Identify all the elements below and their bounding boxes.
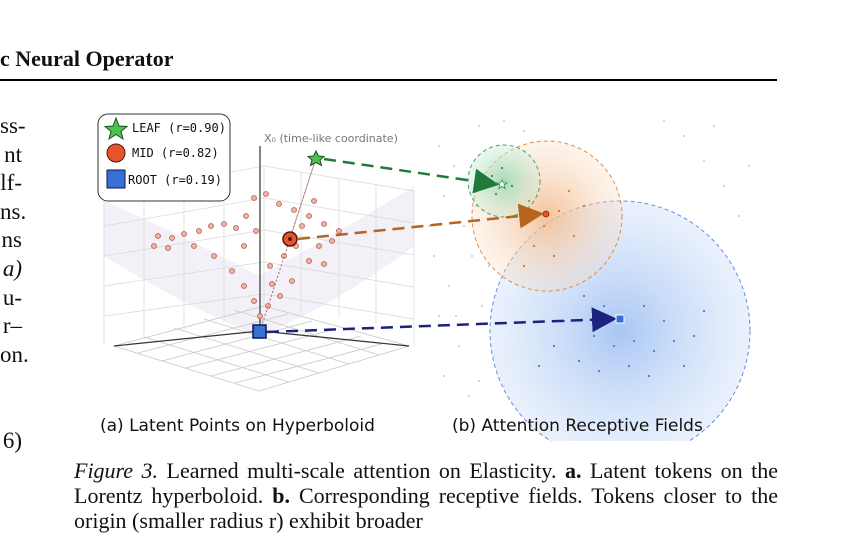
mid-arrow — [297, 203, 544, 241]
leaf-field — [467, 144, 541, 218]
legend-circle-icon — [106, 143, 126, 163]
time-axis-label: X₀ (time-like coordinate) — [264, 132, 398, 145]
caption-text: Learned multi-scale attention on Elastic… — [158, 458, 565, 483]
caption-a-text: Latent tokens on the Lorentz hyperboloid… — [74, 458, 778, 508]
running-header: c Neural Operator — [0, 46, 174, 71]
axis-lines — [113, 146, 410, 347]
hyperboloid-surface — [104, 186, 414, 336]
fragment-line: lf- — [0, 170, 22, 196]
mid-token-circle-icon — [542, 210, 550, 218]
fragment-line: r– — [2, 313, 22, 339]
panel-a-hyperboloid: X₀ (time-like coordinate) — [103, 132, 415, 392]
header-rule — [0, 79, 777, 81]
root-arrow — [266, 307, 617, 334]
panel-b-receptive-fields — [266, 120, 751, 462]
fragment-line: ns. — [0, 198, 27, 224]
fragment-line — [0, 398, 22, 427]
fragment-line: on. — [0, 341, 29, 367]
leaf-arrow — [323, 157, 499, 194]
legend-root-label: ROOT (r=0.19) — [128, 173, 222, 187]
legend-star-icon — [103, 116, 129, 141]
fragment-line: ns — [1, 227, 22, 253]
fragment-line: 6) — [2, 427, 22, 453]
field-points-blue — [537, 294, 706, 378]
caption-b-label: b. — [272, 483, 290, 508]
legend-leaf-label: LEAF (r=0.90) — [132, 121, 226, 135]
caption-figure-label: Figure 3. — [74, 458, 159, 483]
figure-caption: Figure 3. Learned multi-scale attention … — [74, 458, 778, 533]
root-token-square-icon — [615, 314, 625, 324]
latent-points — [151, 191, 342, 319]
root-point-square-icon — [252, 324, 267, 339]
fragment-line — [0, 369, 22, 398]
figure-canvas: X₀ (time-like coordinate) LEAF (r=0.90) … — [97, 113, 751, 462]
legend-mid-label: MID (r=0.82) — [132, 146, 219, 160]
leaf-point-star-icon — [306, 149, 326, 167]
fragment-line: u- — [2, 284, 22, 310]
figure-3: X₀ (time-like coordinate) LEAF (r=0.90) … — [84, 106, 764, 462]
floor-grid — [112, 305, 411, 392]
legend-square-icon — [106, 169, 126, 189]
caption-b-text: Corresponding receptive fields. Tokens c… — [74, 483, 778, 533]
leaf-token-star-icon — [495, 179, 509, 190]
left-column-fragments: ss- nt lf- ns. ns a) u- r– on. 6) — [0, 112, 29, 455]
subfigure-a-label: (a) Latent Points on Hyperboloid — [100, 416, 375, 436]
subfigure-b-label: (b) Attention Receptive Fields — [452, 416, 703, 436]
caption-a-label: a. — [565, 458, 582, 483]
fragment-line: a) — [2, 255, 22, 281]
wall-grid — [103, 165, 415, 346]
fragment-line: nt — [4, 141, 22, 167]
legend: LEAF (r=0.90) MID (r=0.82) ROOT (r=0.19) — [97, 113, 231, 202]
fragment-line: ss- — [0, 113, 26, 138]
